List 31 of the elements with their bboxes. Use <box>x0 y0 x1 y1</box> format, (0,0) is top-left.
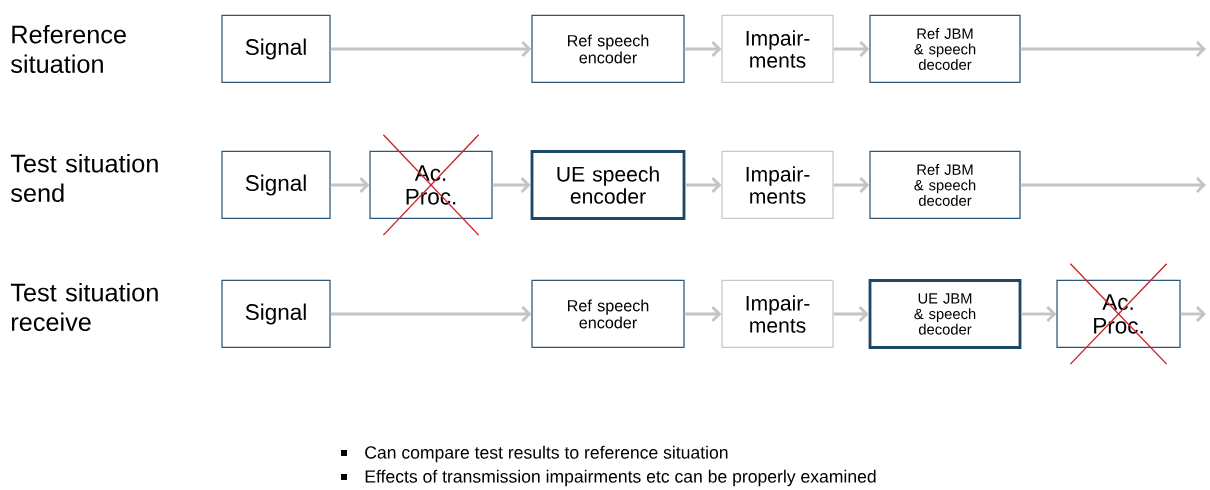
arrow <box>684 305 722 322</box>
arrow <box>492 176 531 193</box>
arrow <box>1180 305 1206 322</box>
row-heading: Test situation send <box>10 153 158 203</box>
arrow <box>330 305 532 322</box>
arrow <box>685 176 722 193</box>
arrow <box>833 176 870 193</box>
bullet-item: Can compare test results to reference situation <box>341 445 728 463</box>
process-box: Impair- ments <box>721 279 834 349</box>
process-box: Ref JBM & speech decoder <box>869 150 1021 220</box>
arrow <box>330 176 370 193</box>
process-box: Ref speech encoder <box>531 279 685 349</box>
arrow <box>330 40 532 57</box>
arrow <box>1020 176 1206 193</box>
row-heading: Reference situation <box>11 24 126 73</box>
process-box: UE speech encoder <box>530 150 686 220</box>
row-heading: Test situation receive <box>10 282 158 332</box>
process-box: Impair- ments <box>721 14 834 84</box>
arrow <box>1021 305 1057 322</box>
arrow <box>684 40 722 57</box>
arrow <box>1020 40 1206 57</box>
bullet-item: Effects of transmission impairments etc can be properly examined <box>341 469 876 487</box>
process-box: Signal <box>221 14 331 84</box>
process-box: Signal <box>221 150 331 220</box>
process-box: UE JBM & speech decoder <box>868 279 1022 349</box>
arrow <box>833 305 869 322</box>
process-box: Ref JBM & speech decoder <box>869 14 1021 84</box>
process-box: Ref speech encoder <box>531 14 685 84</box>
process-box: Signal <box>221 279 331 349</box>
process-box: Impair- ments <box>721 150 834 220</box>
arrow <box>833 40 870 57</box>
